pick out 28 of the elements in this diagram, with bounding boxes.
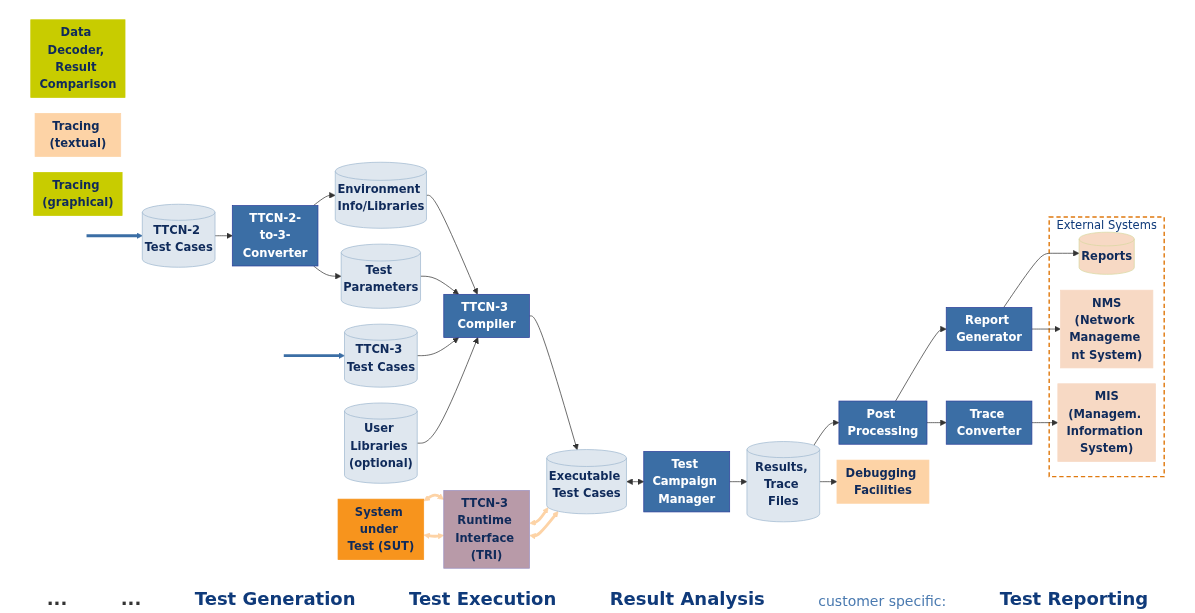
node-box: TTCN-2-to-3-Converter: [231, 205, 319, 267]
stage-label: Test Execution: [409, 588, 557, 609]
node-box: Test Campaign Manager: [643, 451, 731, 513]
node-box: MIS (Managem. Information System): [1057, 383, 1156, 462]
arrow: [529, 507, 549, 526]
arrow: [529, 511, 559, 540]
stage-label: Result Analysis: [609, 588, 765, 609]
node-box: TTCN-3 Compiler: [443, 293, 530, 338]
arrow: [283, 352, 345, 359]
node-box: NMS (Network Manageme nt System): [1060, 289, 1154, 369]
node-box: Tracing (graphical): [33, 172, 123, 216]
dots-label: ...: [46, 588, 68, 609]
node-box: TTCN-3 Runtime Interface (TRI): [443, 490, 530, 569]
dots-label: ...: [120, 588, 142, 609]
arrow: [423, 493, 445, 502]
node-box: Trace Converter: [945, 400, 1033, 445]
arrow: [86, 232, 143, 239]
arrow: [423, 532, 445, 540]
stage-label: Test Generation: [194, 588, 356, 609]
node-box: Post Processing: [838, 400, 928, 445]
note-label: customer specific:: [818, 593, 947, 609]
node-box: Debugging Facilities: [836, 459, 930, 504]
node-box: Report Generator: [945, 307, 1033, 351]
node-box: Tracing (textual): [34, 113, 122, 157]
arrow: [626, 478, 645, 485]
stage-label: Test Reporting: [999, 588, 1149, 609]
node-box: System under Test (SUT): [337, 498, 425, 560]
node-box: Data Decoder, Result Comparison: [30, 19, 126, 98]
